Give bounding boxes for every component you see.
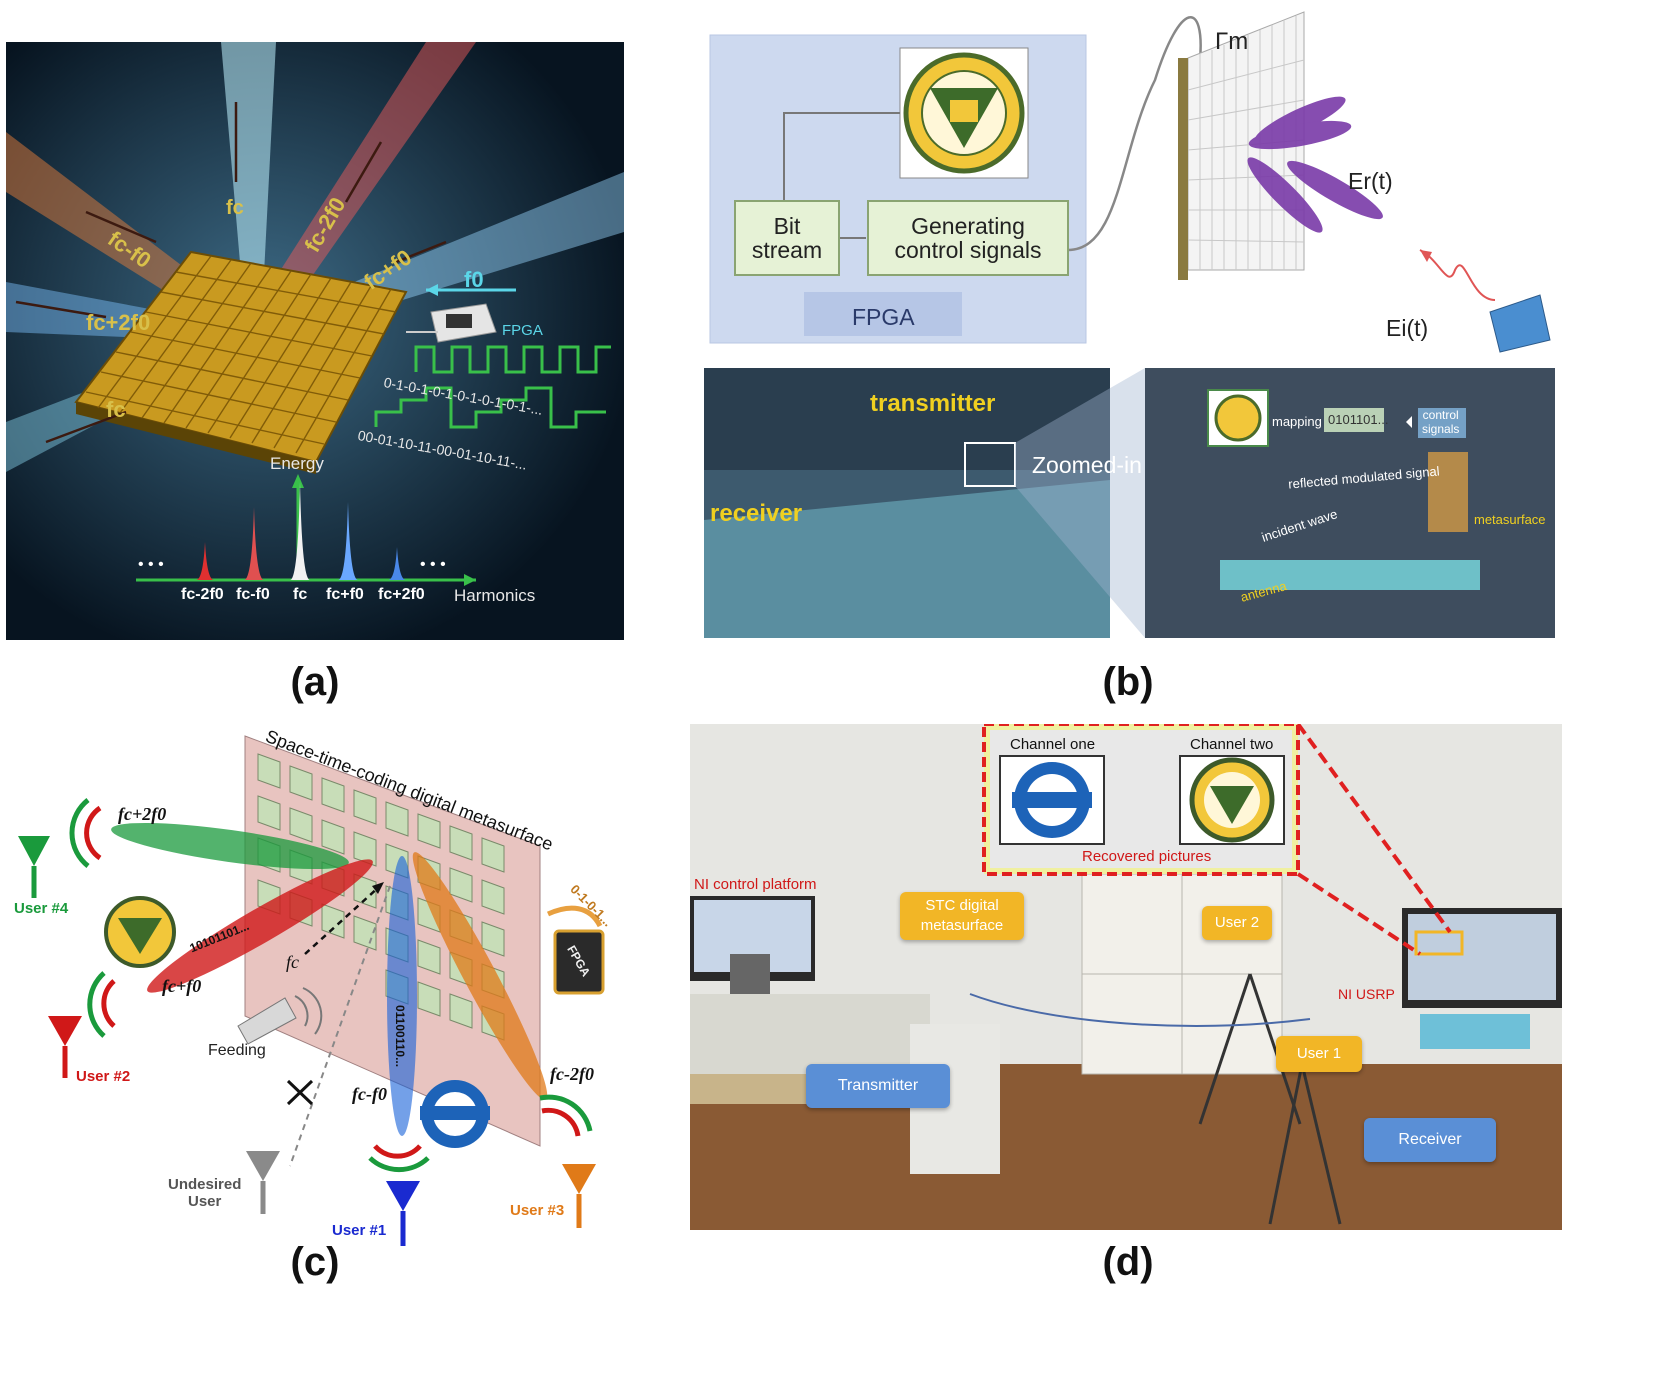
undesired-user-label: Undesired User [168,1176,242,1210]
ei-label: Ei(t) [1386,315,1429,341]
channel-one-label: Channel one [1010,736,1096,753]
spectrum-dots-right: • • • [420,556,446,573]
user2-label-d: User 2 [1214,914,1260,931]
beam-label-fc+2f0: fc+2f0 [86,310,151,335]
user4-label: User #4 [14,900,69,917]
fpga-label-b: FPGA [852,304,915,330]
university-seal-d [1189,757,1275,843]
caption-b: (b) [1102,660,1154,704]
er-label: Er(t) [1348,168,1393,194]
mmw-logo-d [1012,762,1092,838]
beam-green [111,822,349,870]
square-wave-1bit [414,345,611,374]
university-seal-icon-c [104,896,176,968]
tick-fc: fc [293,586,308,603]
beam-label-f0: f0 [464,267,484,292]
harmonics-label: Harmonics [454,586,536,605]
spectrum-dots-left: • • • [138,556,164,573]
university-seal-icon [899,47,1029,179]
ni-control-label: NI control platform [694,876,817,893]
caption-a: (a) [290,660,340,704]
feed-fc-label: fc [286,952,299,972]
generating-label: Generating control signals [894,212,1042,263]
tick-fc+f0: fc+f0 [326,586,364,603]
fpga-label: FPGA [502,322,543,339]
staircase-wave-2bit [374,386,606,429]
panel-d: Channel one Channel two Recovered pictur… [690,724,1562,1230]
feeding-horn-icon [237,987,323,1045]
harmonic-peaks [196,482,406,580]
energy-label: Energy [270,454,324,473]
transmitter-label: transmitter [870,390,996,417]
stc-label: STC digital metasurface [920,897,1004,934]
beam-label-fc-f0: fc-f0 [352,1084,387,1104]
panel-b: Bit stream Generating control signals FP… [700,0,1570,648]
beam-label-fc-2f0: fc-2f0 [550,1064,594,1084]
user1-label: User #1 [332,1222,387,1239]
zoomed-label: Zoomed-in [1032,452,1142,478]
panel-c: Space-time-coding digital metasurface fc… [0,726,650,1246]
bit-stream-block: Bit stream [734,200,840,276]
antenna-user1-icon [386,1181,420,1246]
ni-usrp-label: NI USRP [1338,986,1395,1002]
mapping-label: mapping [1272,414,1322,429]
antenna-user2-icon [48,1016,82,1078]
antenna-user4-icon [18,836,50,898]
bits-label: 0101101... [1328,412,1389,427]
beam-lobes [1247,96,1383,233]
fpga-chip-icon [553,929,605,995]
stc-tag: STC digital metasurface [900,892,1024,940]
beam-label-fc-top: fc [226,197,244,219]
beam-blue [387,856,417,1136]
antenna-user3-icon [562,1164,596,1228]
control-signals-label: control signals [1422,408,1460,436]
beam-label-fc-bottom: fc [106,397,126,422]
transmitter-label-d: Transmitter [837,1077,919,1094]
caption-c: (c) [290,1240,340,1284]
bit-stream-label: Bit stream [751,212,823,263]
beam-red [147,859,373,993]
gamma-label: Γm [1215,28,1249,55]
antenna-undesired-icon [246,1151,280,1214]
control-signals-block: Generating control signals [867,200,1069,276]
channel-two-label: Channel two [1190,736,1274,753]
feeding-label: Feeding [208,1042,266,1059]
beam-orange [412,852,548,1100]
bits-label-2: 01100110... [393,1005,407,1068]
beam-label-fc+f0: fc+f0 [162,976,202,996]
fpga-board-icon [406,303,497,343]
receiver-label: receiver [710,500,803,527]
user1-label-d: User 1 [1296,1045,1342,1062]
metasurface-label: metasurface [1474,512,1546,527]
zoom-cone [1015,368,1145,638]
caption-d: (d) [1102,1240,1154,1284]
user1-tag: User 1 [1276,1036,1362,1072]
user2-label: User #2 [76,1068,131,1085]
mmw-logo-icon [420,1080,490,1148]
tick-fc-f0: fc-f0 [236,586,270,603]
panel-c-illustration [18,735,605,1246]
user2-tag: User 2 [1202,906,1272,940]
receiver-label-d: Receiver [1398,1131,1462,1148]
user3-label: User #3 [510,1202,565,1219]
tick-fc+2f0: fc+2f0 [378,586,425,603]
panel-a-illustration [6,42,624,640]
beam-label-fc+2f0: fc+2f0 [118,804,167,824]
receiver-tag: Receiver [1364,1118,1496,1162]
panel-a: fc fc-2f0 fc+f0 f0 fc-f0 fc+2f0 fc FPGA … [6,42,624,640]
beam-red [241,42,476,342]
transmitter-tag: Transmitter [806,1064,950,1108]
recovered-label: Recovered pictures [1082,848,1212,865]
tick-fc-2f0: fc-2f0 [181,586,224,603]
horn-antenna-icon [1489,294,1551,353]
panel-b-illustration [704,11,1555,638]
